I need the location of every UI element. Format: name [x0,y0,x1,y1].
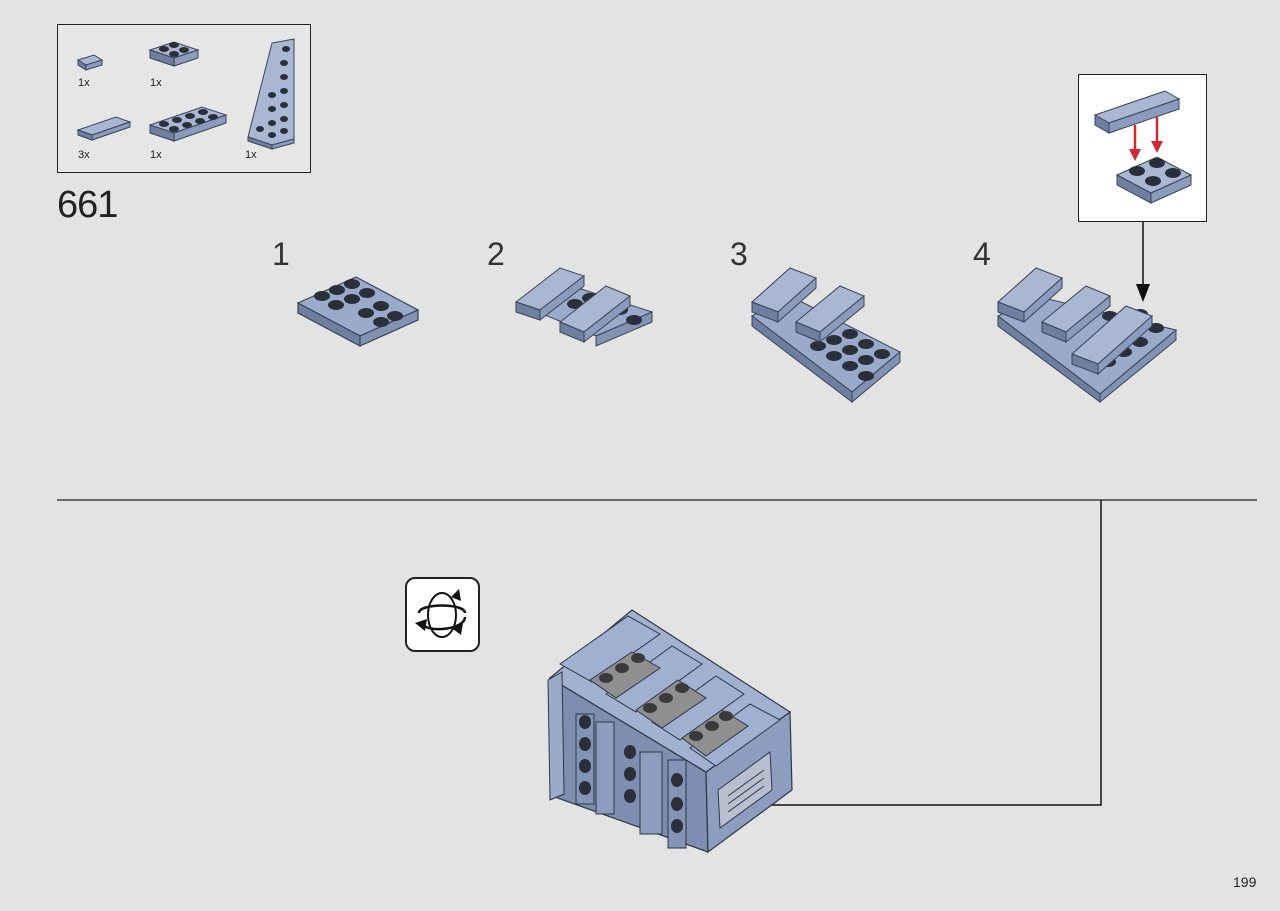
part-tile-1x2-icon [76,116,132,141]
callout-illustration [1093,90,1193,204]
substep-3-assembly [751,267,901,404]
part-qty: 3x [78,149,90,161]
main-model [547,609,793,854]
part-wedge-plate-icon [247,38,295,150]
page-number: 199 [1233,874,1257,890]
substep-1-plate [296,276,420,347]
callout-arrow [1136,222,1150,302]
part-qty: 1x [78,77,90,89]
parts-list: 1x 1x 3x 1x 1x [57,24,311,173]
substep-number: 4 [973,236,991,272]
red-arrow-icon [1129,117,1163,161]
part-qty: 1x [150,77,162,89]
part-qty: 1x [150,149,162,161]
part-tile-1x1-icon [76,54,104,71]
part-qty: 1x [245,149,257,161]
substep-4-assembly [997,267,1178,404]
substep-number: 2 [487,236,505,272]
step-number: 661 [57,184,118,226]
part-plate-2x4-icon [148,106,228,142]
part-plate-2x2-icon [148,41,200,67]
rotate-arrows-icon [415,589,467,638]
substep-number: 1 [272,236,290,272]
substep-number: 3 [730,236,748,272]
sub-assembly-callout [1078,74,1207,222]
substep-2-assembly [514,267,654,347]
rotate-model-icon [405,577,480,652]
parts-illustrations [76,38,295,150]
